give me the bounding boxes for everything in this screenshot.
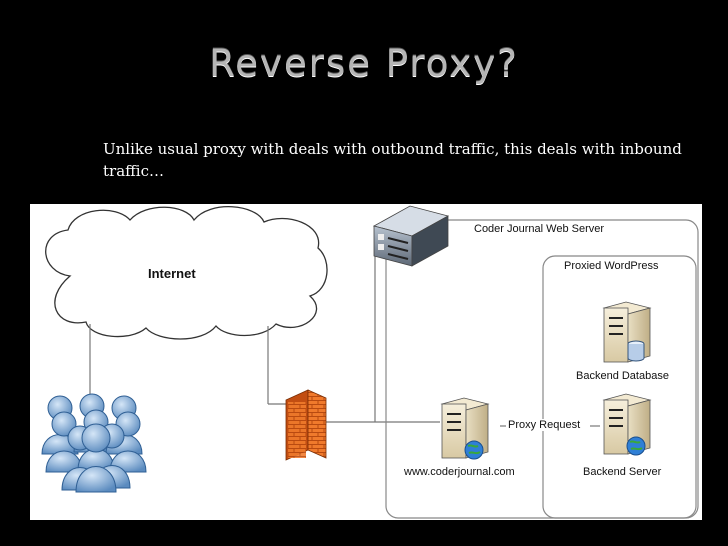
website-label: www.coderjournal.com — [404, 466, 515, 478]
users-group-icon — [41, 393, 147, 493]
web-server-boundary — [385, 219, 699, 519]
slide-title: Reverse Proxy? — [209, 42, 519, 85]
web-server-label: Coder Journal Web Server — [474, 223, 605, 235]
rack-server-icon — [372, 205, 450, 267]
proxy-request-label: Proxy Request — [508, 419, 581, 431]
proxied-wordpress-boundary — [542, 255, 697, 519]
backend-database-label: Backend Database — [576, 370, 669, 382]
backend-server-icon — [602, 393, 652, 456]
database-server-icon — [602, 301, 652, 363]
backend-server-label: Backend Server — [583, 466, 662, 478]
firewall-icon — [285, 389, 327, 461]
proxied-wordpress-label: Proxied WordPress — [564, 260, 659, 272]
slide-body-text: Unlike usual proxy with deals with outbo… — [103, 140, 682, 180]
internet-cloud-icon — [45, 206, 328, 340]
internet-label: Internet — [148, 266, 196, 281]
web-server-icon — [440, 397, 490, 460]
reverse-proxy-diagram: Internet Coder Journal Web Server Proxie… — [30, 204, 702, 520]
